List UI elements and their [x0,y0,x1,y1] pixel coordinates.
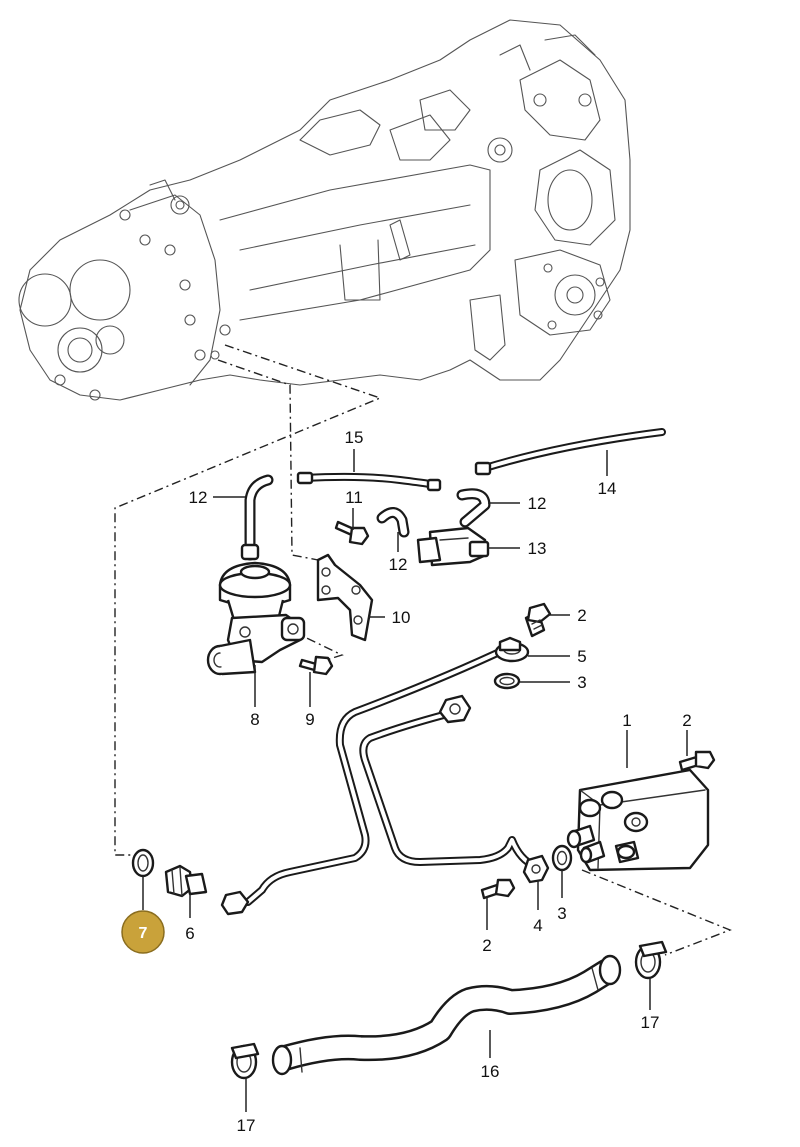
label-16: 16 [481,1062,500,1081]
adapter-part-6 [164,864,208,898]
hose-clamp-part-17-right [634,940,668,980]
bolt-part-11 [334,520,370,546]
label-8: 8 [250,710,259,729]
seal-ring-part-3-top [493,672,521,690]
solenoid-valve-part-13 [416,526,490,567]
line-part-14 [474,428,666,476]
oil-cooler-part-1 [566,768,710,872]
label-14: 14 [598,479,617,498]
part-labels: 15 14 12 11 12 13 12 10 2 5 3 8 9 1 2 4 … [185,428,691,1135]
transmission-housing [18,19,631,401]
label-17-right: 17 [641,1013,660,1032]
label-3-right: 3 [557,904,566,923]
banjo-union-part-5 [494,636,530,663]
label-1: 1 [622,711,631,730]
seal-ring-part-7 [131,848,155,878]
bolt-part-2-bottom [480,878,516,900]
label-2-bottom: 2 [482,936,491,955]
label-3-top: 3 [577,673,586,692]
bolt-part-2-top [524,602,552,638]
label-12-mid: 12 [389,555,408,574]
label-15: 15 [345,428,364,447]
hose-part-12-elbows [376,488,491,538]
label-13: 13 [528,539,547,558]
label-17-left: 17 [237,1116,256,1135]
label-12-left: 12 [189,488,208,507]
label-2-top: 2 [577,606,586,625]
label-10: 10 [392,608,411,627]
bracket-part-10 [316,553,374,642]
vacuum-valve-part-8 [206,474,306,676]
association-lines [114,344,732,956]
seal-ring-part-3-right [551,844,573,872]
label-9: 9 [305,710,314,729]
label-5: 5 [577,647,586,666]
label-4: 4 [533,916,542,935]
label-6: 6 [185,924,194,943]
coolant-hose-part-16 [271,954,622,1076]
bolt-part-2-right [678,750,716,772]
label-11: 11 [345,488,363,507]
metal-pipes [220,644,539,916]
highlight-badge-circle[interactable] [121,910,165,954]
hose-clamp-part-17-left [230,1042,260,1080]
label-2-right: 2 [682,711,691,730]
label-12-right: 12 [528,494,547,513]
bolt-part-9 [298,655,334,676]
label-7[interactable]: 7 [139,925,148,942]
leader-lines [142,449,688,1112]
highlight-badge[interactable]: 7 [121,910,165,954]
fitting-part-4 [522,854,550,884]
hose-part-15 [296,471,442,492]
